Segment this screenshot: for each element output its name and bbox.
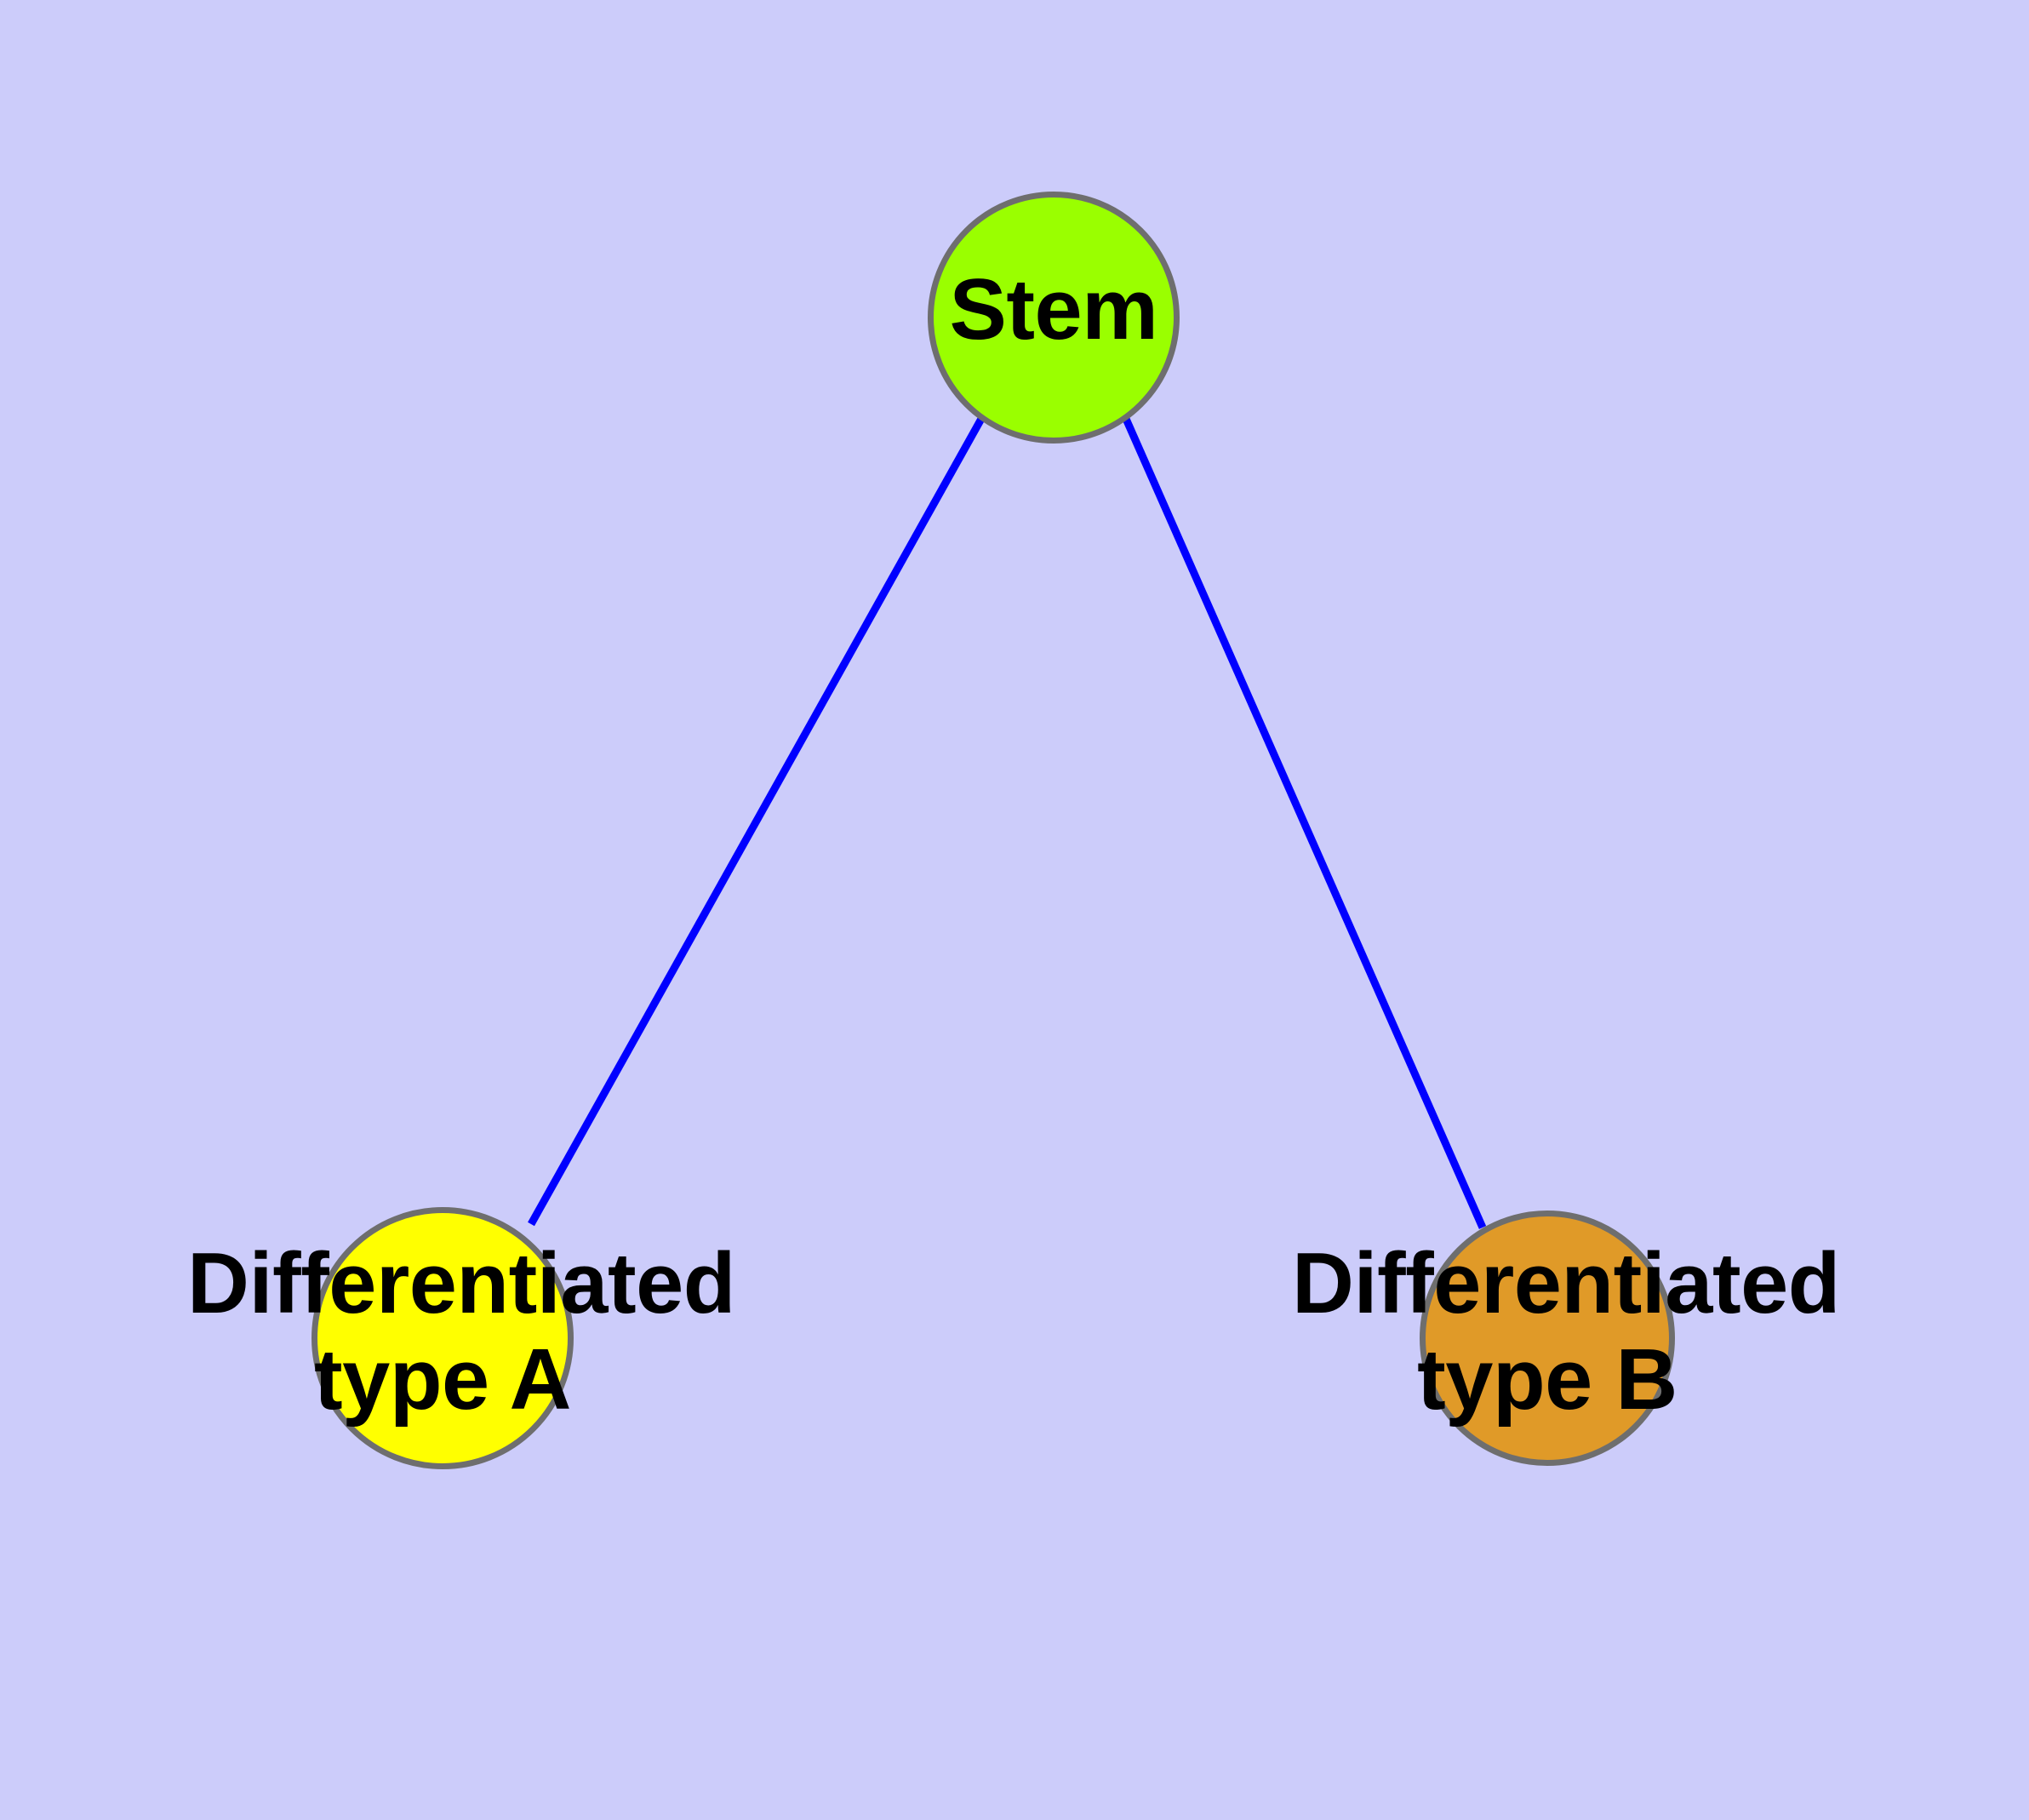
edge-stem-to-differentiated-type-b (1122, 417, 1487, 1229)
edge-stem-to-differentiated-type-a (528, 416, 985, 1227)
node-differentiated-type-a[interactable] (311, 1207, 574, 1469)
node-stem[interactable] (928, 192, 1180, 444)
node-differentiated-type-b[interactable] (1420, 1210, 1675, 1466)
